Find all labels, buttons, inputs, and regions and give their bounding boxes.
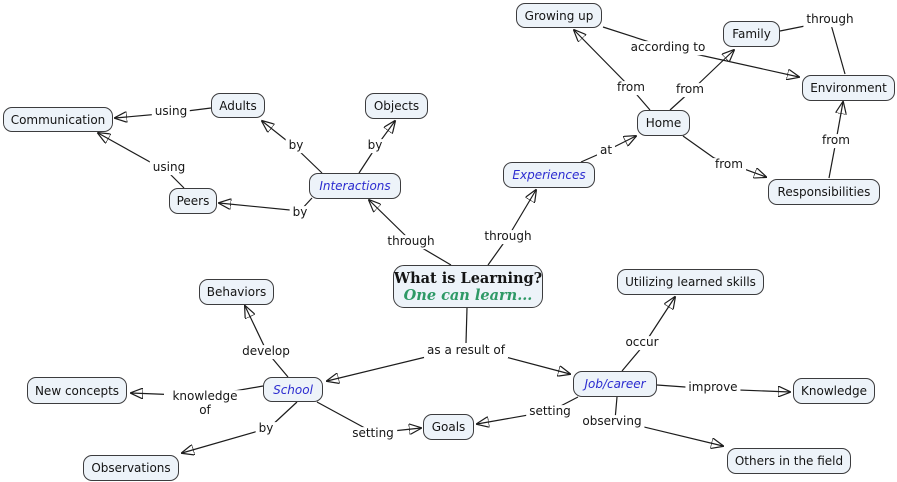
edge-label-develop[interactable]: develop [239, 344, 293, 359]
edge-label-by-objects[interactable]: by [364, 138, 386, 153]
edge-label-by-peers[interactable]: by [289, 205, 311, 220]
node-what-is-learning[interactable]: What is Learning? One can learn... [393, 265, 543, 308]
node-responsibilities[interactable]: Responsibilities [768, 179, 880, 205]
edge-home-to-family [669, 50, 734, 111]
node-growing-up[interactable]: Growing up [516, 3, 602, 28]
node-label: Family [732, 27, 771, 41]
edge-label-using-peers[interactable]: using [149, 160, 189, 175]
edge-label-at-home[interactable]: at [596, 143, 616, 158]
node-label: Job/career [584, 377, 646, 391]
edge-label-occur[interactable]: occur [622, 335, 662, 350]
node-objects[interactable]: Objects [365, 93, 428, 119]
edge-root-to-interactions [369, 200, 452, 266]
node-label: Others in the field [734, 454, 844, 468]
node-interactions[interactable]: Interactions [309, 173, 401, 199]
node-label: Environment [810, 81, 887, 95]
edge-label-through-experiences[interactable]: through [481, 229, 535, 244]
node-label: Observations [91, 461, 171, 475]
edge-result-label-to-job-career [501, 355, 570, 374]
node-label: Communication [10, 112, 106, 127]
node-knowledge[interactable]: Knowledge [793, 378, 875, 404]
edge-root-to-result-label [465, 307, 468, 344]
node-job-career[interactable]: Job/career [573, 371, 657, 397]
node-behaviors[interactable]: Behaviors [199, 279, 274, 305]
edge-label-from-environment[interactable]: from [819, 133, 853, 148]
node-adults[interactable]: Adults [211, 93, 265, 118]
node-goals[interactable]: Goals [423, 414, 474, 440]
node-environment[interactable]: Environment [802, 75, 895, 101]
node-others-in-the-field[interactable]: Others in the field [727, 448, 851, 474]
node-experiences[interactable]: Experiences [503, 162, 595, 188]
edge-label-as-a-result-of[interactable]: as a result of [424, 343, 508, 358]
edge-label-knowledge-of[interactable]: knowledge of [164, 389, 246, 418]
node-communication[interactable]: Communication [3, 107, 113, 132]
edge-result-label-to-school [327, 355, 431, 381]
node-home[interactable]: Home [637, 110, 690, 136]
edge-label-setting-school[interactable]: setting [349, 426, 397, 441]
node-label: Responsibilities [777, 185, 871, 199]
node-school[interactable]: School [263, 377, 323, 402]
node-family[interactable]: Family [723, 21, 780, 47]
edge-job-career-to-utilizing [621, 297, 675, 372]
edge-label-setting-job[interactable]: setting [526, 404, 574, 419]
node-peers[interactable]: Peers [169, 188, 217, 214]
edge-root-to-experiences [487, 190, 536, 266]
edge-label-from-responsibilities[interactable]: from [712, 157, 746, 172]
root-title: What is Learning? [393, 269, 543, 287]
edge-label-through-interactions[interactable]: through [384, 234, 438, 249]
node-utilizing-learned-skills[interactable]: Utilizing learned skills [617, 269, 764, 295]
node-label: Peers [176, 194, 210, 208]
root-subtitle: One can learn... [403, 286, 533, 304]
edge-label-according-to[interactable]: according to [627, 40, 709, 55]
node-label: New concepts [34, 383, 120, 398]
edge-label-from-family[interactable]: from [673, 82, 707, 97]
edge-label-through-environment[interactable]: through [803, 12, 857, 27]
node-label: Experiences [512, 168, 586, 182]
edge-school-to-behaviors [245, 306, 289, 378]
edge-label-from-growing-up[interactable]: from [614, 80, 648, 95]
node-label: Behaviors [206, 285, 267, 299]
node-label: Adults [219, 98, 257, 113]
edge-label-observing[interactable]: observing [579, 414, 645, 429]
edge-family-to-environment [779, 20, 846, 75]
node-label: School [273, 382, 313, 397]
node-label: Interactions [319, 179, 391, 193]
edge-label-improve[interactable]: improve [685, 380, 741, 395]
node-observations[interactable]: Observations [83, 455, 179, 481]
edge-label-by-adults[interactable]: by [285, 138, 307, 153]
node-label: Knowledge [801, 384, 867, 398]
node-label: Utilizing learned skills [625, 275, 756, 289]
node-label: Objects [373, 99, 420, 113]
node-label: Growing up [524, 8, 594, 23]
node-new-concepts[interactable]: New concepts [27, 377, 127, 404]
edge-label-by-observations[interactable]: by [255, 421, 277, 436]
node-label: Home [645, 116, 682, 130]
node-label: Goals [431, 420, 466, 434]
edge-label-using-adults[interactable]: using [151, 104, 191, 119]
edge-home-to-responsibilities [682, 135, 766, 177]
